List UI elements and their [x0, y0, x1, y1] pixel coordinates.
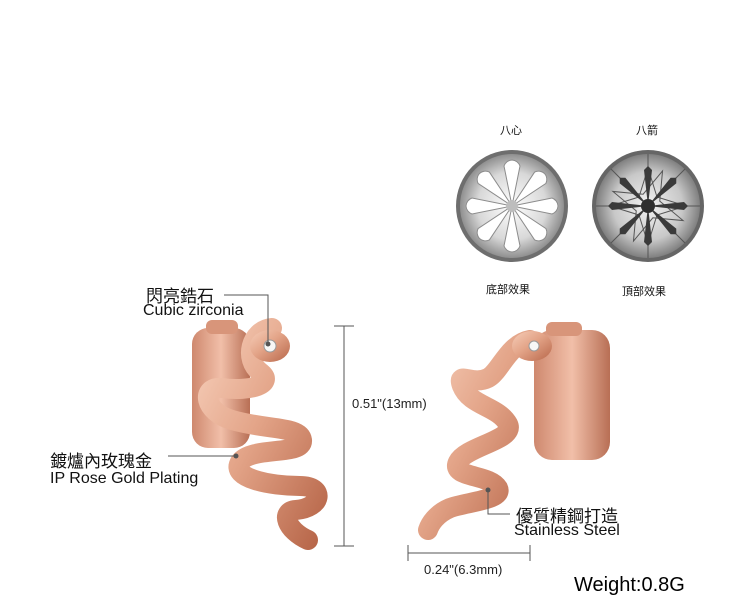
right-snake-body [418, 330, 540, 540]
right-zircon [528, 340, 540, 352]
top-view-caption: 頂部效果 [622, 286, 666, 298]
width-dimension: 0.24"(6.3mm) [424, 562, 503, 577]
stone-leader [224, 294, 269, 342]
weight-label: Weight:0.8G [574, 574, 685, 596]
hearts-title: 八心 [500, 125, 522, 137]
left-snake-body [198, 318, 328, 550]
material-label-en: Stainless Steel [514, 522, 620, 539]
stone-label-en: Cubic zirconia [143, 302, 244, 319]
plating-label-cn: 鍍爐內玫瑰金 [50, 452, 152, 471]
arrows-title: 八箭 [636, 125, 658, 137]
diamond-top-view [592, 150, 704, 262]
stone-label-cn: 閃亮鋯石 [146, 287, 214, 306]
bottom-view-caption: 底部效果 [486, 284, 530, 296]
material-label-cn: 優質精鋼打造 [516, 507, 618, 526]
height-dimension: 0.51"(13mm) [352, 396, 427, 411]
plating-label-en: IP Rose Gold Plating [50, 470, 199, 487]
left-zircon [263, 339, 277, 353]
diamond-bottom-view [456, 150, 568, 262]
material-leader [487, 490, 510, 515]
right-earring-back [534, 322, 610, 460]
